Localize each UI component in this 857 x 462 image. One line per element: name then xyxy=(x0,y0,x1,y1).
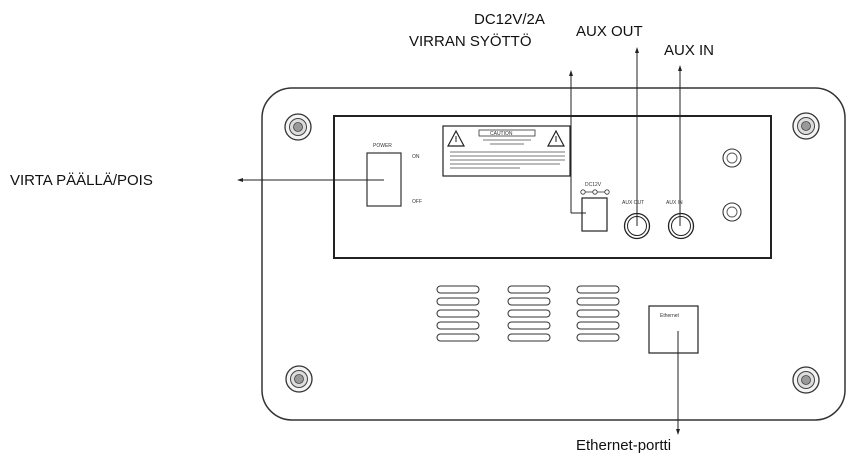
screw-bottom-left xyxy=(285,365,313,393)
ethernet-port xyxy=(648,305,699,354)
label-aux-out: AUX OUT xyxy=(576,23,643,40)
aux-out-marking: AUX OUT xyxy=(622,200,644,206)
label-aux-in: AUX IN xyxy=(664,42,715,59)
arrow-head xyxy=(237,178,243,182)
arrow-head xyxy=(678,65,682,71)
label-power-switch: VIRTA PÄÄLLÄ/POIS xyxy=(10,172,153,189)
round-connector xyxy=(722,148,742,168)
screw-top-left xyxy=(284,113,312,141)
caution-label: CAUTION xyxy=(442,125,571,177)
warning-icon xyxy=(447,129,465,147)
round-connector xyxy=(722,202,742,222)
label-power-supply-rating: DC12V/2A xyxy=(474,11,545,28)
callout-lines xyxy=(240,50,681,432)
dc12v-marking: DC12V xyxy=(585,182,602,188)
off-marking: OFF xyxy=(412,199,422,205)
arrow-head xyxy=(635,47,639,53)
polarity-icon xyxy=(580,189,610,195)
arrow-head xyxy=(676,429,680,435)
dc-power-jack xyxy=(581,197,608,232)
on-marking: ON xyxy=(412,154,420,160)
ethernet-marking: Ethernet xyxy=(660,313,680,319)
arrow-head xyxy=(569,70,573,76)
aux-in-marking: AUX IN xyxy=(666,200,683,206)
ventilation-grille xyxy=(436,285,620,342)
aux-in-jack xyxy=(667,212,695,240)
screw-bottom-right xyxy=(792,366,820,394)
caution-heading: CAUTION xyxy=(490,131,513,137)
warning-icon xyxy=(547,129,565,147)
power-marking: POWER xyxy=(373,143,392,149)
arrow-heads xyxy=(237,47,682,435)
label-ethernet: Ethernet-portti xyxy=(576,437,672,454)
screw-top-right xyxy=(792,112,820,140)
label-power-supply: VIRRAN SYÖTTÖ xyxy=(409,33,532,50)
